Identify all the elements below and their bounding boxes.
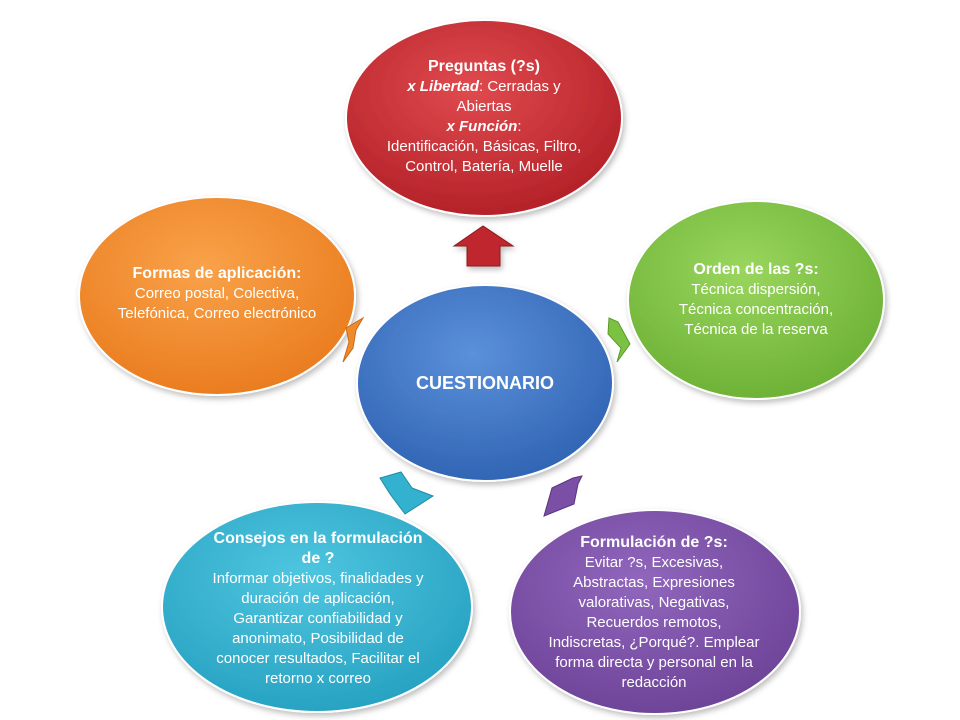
arrow-right-icon [607, 317, 631, 363]
formas-body: Correo postal, Colectiva, Telefónica, Co… [117, 285, 317, 322]
node-consejos: Consejos en la formulación de ? Informar… [207, 514, 429, 704]
node-formulacion: Formulación de ?s: Evitar ?s, Excesivas,… [548, 528, 760, 698]
preguntas-funcion: x Función: [446, 117, 521, 137]
center-ellipse [356, 284, 614, 482]
center-label: CUESTIONARIO [415, 373, 554, 393]
formulacion-title: Formulación de ?s: [580, 534, 728, 551]
orden-line-1: Técnica dispersión, [691, 281, 821, 298]
preguntas-funcion-label: x Función [446, 118, 518, 135]
node-preguntas: Preguntas (?s) x Libertad: Cerradas y Ab… [386, 36, 582, 198]
consejos-title: Consejos en la formulación de ? [213, 530, 423, 567]
formulacion-body: Evitar ?s, Excesivas, Abstractas, Expres… [548, 554, 760, 691]
node-formas: Formas de aplicación: Correo postal, Col… [112, 248, 322, 340]
arrow-down-left-icon [379, 471, 435, 515]
node-center: CUESTIONARIO [395, 360, 575, 406]
orden-line-3: Técnica de la reserva [684, 321, 828, 338]
preguntas-libertad-text: : Cerradas y Abiertas [456, 78, 561, 115]
formulacion-ellipse [509, 509, 801, 715]
consejos-ellipse [161, 501, 473, 713]
preguntas-libertad: x Libertad: Cerradas y Abiertas [386, 77, 582, 117]
consejos-body: Informar objetivos, finalidades y duraci… [212, 570, 424, 687]
preguntas-body: Identificación, Básicas, Filtro, Control… [386, 138, 582, 175]
preguntas-title: Preguntas (?s) [427, 58, 540, 75]
preguntas-funcion-text: : [517, 118, 522, 135]
node-orden: Orden de las ?s: Técnica dispersión, Téc… [651, 250, 861, 350]
orden-ellipse [627, 200, 885, 400]
arrow-left-icon [342, 316, 365, 363]
preguntas-libertad-label: x Libertad [407, 78, 479, 95]
arrow-down-right-icon [543, 475, 583, 517]
formas-ellipse [78, 196, 356, 396]
orden-title: Orden de las ?s: [693, 261, 819, 278]
orden-line-2: Técnica concentración, [678, 301, 834, 318]
arrow-up-icon [452, 225, 515, 267]
preguntas-ellipse [345, 19, 623, 217]
formas-title: Formas de aplicación: [132, 265, 302, 282]
